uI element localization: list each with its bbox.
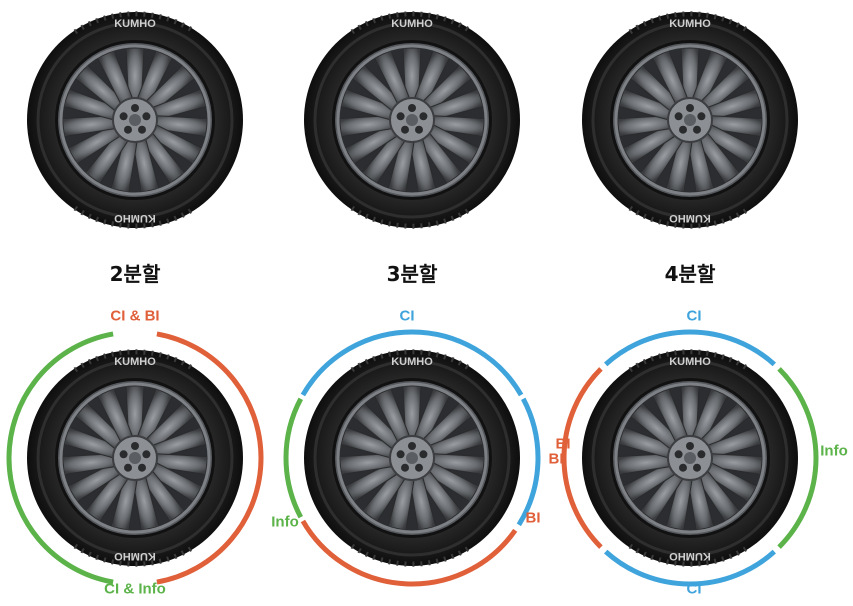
arc-ci-info (6, 331, 114, 585)
wheel-bottom-3: KUMHO KUMHO (582, 350, 798, 566)
label-ci: CI (399, 307, 415, 325)
arc-ci-bi (156, 331, 264, 585)
wheel-bottom-1: KUMHO KUMHO (27, 350, 243, 566)
arc-ci-bottom (604, 549, 776, 587)
label-info: Info (271, 513, 299, 531)
brand-text: KUMHO (669, 18, 711, 30)
arc-ci-right (516, 397, 541, 527)
label-bi-right: BI (548, 450, 564, 468)
label-bi-left: BI (555, 435, 571, 453)
brand-text: KUMHO (669, 212, 711, 224)
label-bi-lower-right: BI (525, 509, 541, 527)
label-ci-bottom: CI (686, 580, 702, 598)
arc-info (283, 397, 303, 519)
arc-info-right (777, 367, 819, 549)
arc-bi (300, 519, 518, 587)
arc-ci-top (604, 329, 776, 367)
label-info-right: Info (820, 442, 848, 460)
label-ci-info: CI & Info (104, 580, 166, 598)
arc-bi-left (561, 367, 603, 549)
brand-text: KUMHO (114, 212, 156, 224)
segment-arcs (6, 329, 819, 587)
brand-text: KUMHO (391, 356, 433, 368)
wheel-top-2: KUMHO (304, 12, 520, 228)
brand-text: KUMHO (669, 550, 711, 562)
brand-text: KUMHO (114, 18, 156, 30)
label-ci-bi: CI & BI (110, 307, 160, 325)
wheel-top-3: KUMHO KUMHO (582, 12, 798, 228)
column-title-3-split: 3분할 (386, 262, 438, 286)
column-title-2-split: 2분할 (109, 262, 161, 286)
brand-text: KUMHO (114, 356, 156, 368)
wheel-top-1: KUMHO KUMHO (27, 12, 243, 228)
brand-text: KUMHO (669, 356, 711, 368)
label-ci-top: CI (686, 307, 702, 325)
brand-text: KUMHO (114, 550, 156, 562)
column-title-4-split: 4분할 (664, 262, 716, 286)
brand-text: KUMHO (391, 18, 433, 30)
arc-ci (300, 329, 524, 397)
wheel-bottom-2: KUMHO (304, 350, 520, 566)
